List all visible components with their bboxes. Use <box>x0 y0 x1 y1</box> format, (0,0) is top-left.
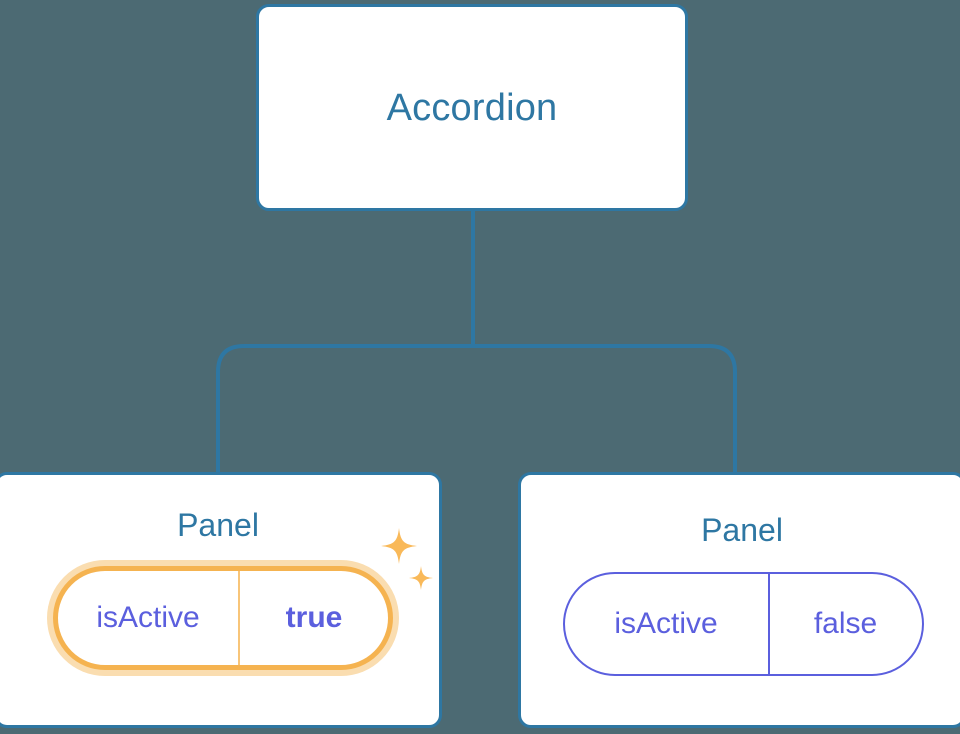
prop-key: isActive <box>58 571 240 665</box>
prop-pill-wrapper: isActive true <box>47 528 433 676</box>
node-panel-active[interactable]: Panel isActive true <box>0 472 442 728</box>
node-accordion[interactable]: Accordion <box>256 4 688 211</box>
prop-pill-wrapper: isActive false <box>562 572 924 676</box>
prop-key: isActive <box>565 574 770 674</box>
sparkle-large-icon <box>381 528 417 564</box>
prop-pill-isactive-false[interactable]: isActive false <box>562 572 924 676</box>
prop-value: true <box>285 601 343 634</box>
node-title: Panel <box>701 512 783 548</box>
sparkle-small-icon <box>409 566 433 590</box>
prop-value: false <box>813 607 878 640</box>
node-title: Panel <box>177 507 259 543</box>
prop-pill-isactive-true[interactable]: isActive true <box>53 566 393 670</box>
node-panel-inactive[interactable]: Panel isActive false <box>518 472 960 728</box>
node-title: Accordion <box>386 86 558 129</box>
connector-branch-bar <box>216 344 737 474</box>
